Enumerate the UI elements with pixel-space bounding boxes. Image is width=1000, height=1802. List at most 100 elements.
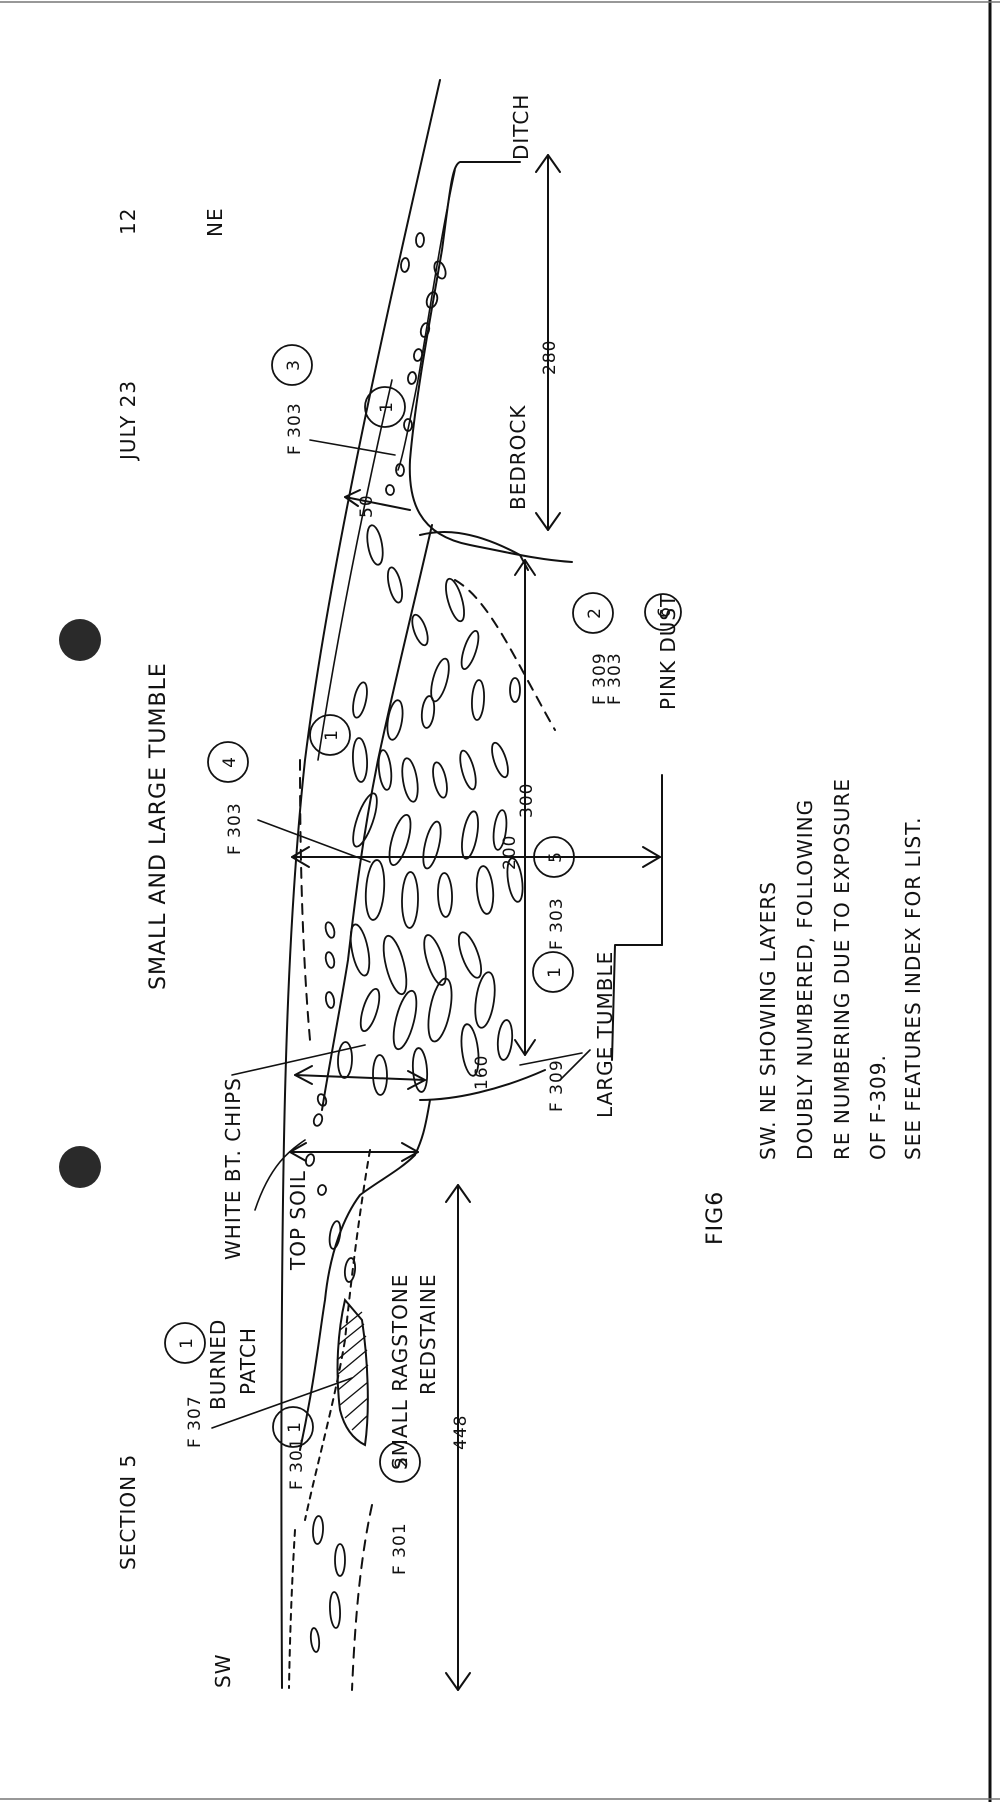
stone <box>385 484 395 496</box>
stone <box>427 977 453 1043</box>
stone <box>352 681 368 719</box>
layer-4: 4 <box>220 756 240 768</box>
ditch-label: DITCH <box>509 94 533 160</box>
stone <box>343 1257 357 1283</box>
stone <box>352 792 378 848</box>
stone <box>401 757 419 803</box>
stone <box>329 1591 341 1629</box>
stone <box>312 1113 324 1127</box>
burned-patch-hatch <box>336 1297 369 1447</box>
stone <box>492 809 508 851</box>
stone <box>372 1054 388 1096</box>
feature-f307: F 307 <box>185 1395 205 1448</box>
stone <box>413 348 423 362</box>
caption-line-2: DOUBLY NUMBERED, FOLLOWING <box>793 799 817 1160</box>
white-bt-chips-label: WHITE BT. CHIPS <box>221 1077 245 1260</box>
feature-f309-large: F 309 <box>547 1059 567 1112</box>
stone <box>316 1093 328 1107</box>
stone <box>432 761 448 799</box>
stone <box>509 677 521 703</box>
stone <box>411 613 429 647</box>
stone <box>328 1220 342 1250</box>
stone <box>337 1041 353 1079</box>
stone <box>491 741 509 779</box>
stone <box>422 820 442 870</box>
stone <box>415 232 425 248</box>
measure-160: 160 <box>472 1055 492 1090</box>
caption-line-3: RE NUMBERING DUE TO EXPOSURE <box>830 778 854 1160</box>
figure-number: FIG6 <box>703 1191 728 1245</box>
dashed-boundary-ragstone <box>304 1149 371 1521</box>
stone <box>475 865 495 915</box>
punch-hole-lower <box>59 1146 101 1188</box>
layer-6: 6 <box>655 606 675 618</box>
layer-2-f301: 2 <box>392 1456 412 1468</box>
stone <box>460 629 480 671</box>
ground-surface-line <box>280 79 441 1689</box>
stone <box>423 934 447 986</box>
stone <box>457 931 483 979</box>
dimension-topsoil <box>289 1142 419 1162</box>
caption-line-1: SW. NE SHOWING LAYERS <box>756 881 780 1160</box>
dimension-448 <box>445 1184 471 1691</box>
feature-f309-pink: F 309 <box>590 652 610 705</box>
stone <box>403 418 413 432</box>
layer-1-f301: 1 <box>285 1421 305 1433</box>
feature-f301-lower: F 301 <box>390 1522 410 1575</box>
dimension-160 <box>294 1065 426 1090</box>
stone <box>411 1047 429 1093</box>
top-soil-label: TOP SOIL <box>286 1170 310 1271</box>
stone <box>474 971 496 1029</box>
stone <box>382 934 408 996</box>
measure-448: 448 <box>451 1415 471 1450</box>
stone <box>317 1184 327 1196</box>
punch-hole-upper <box>59 619 101 661</box>
stone <box>407 371 417 385</box>
caption-line-4: OF F-309. <box>866 1054 890 1160</box>
stone <box>395 463 405 477</box>
stone <box>324 991 336 1009</box>
stone <box>506 857 524 903</box>
turf-line <box>317 379 393 761</box>
stone <box>349 923 371 977</box>
large-tumble-label: LARGE TUMBLE <box>593 951 617 1118</box>
bedrock-shoulder <box>419 530 529 571</box>
sheet-number: 12 <box>116 208 140 235</box>
stone <box>425 291 439 309</box>
layer-2-pink: 2 <box>585 607 605 619</box>
stone <box>400 257 410 273</box>
feature-f303-pink: F 303 <box>605 652 625 705</box>
section-label: SECTION 5 <box>116 1454 140 1570</box>
stone <box>364 859 386 921</box>
stone <box>386 699 404 741</box>
layer-1-tumble: 1 <box>322 729 342 741</box>
large-tumble-base <box>419 1069 546 1101</box>
sw-label: SW <box>211 1654 235 1688</box>
stone <box>334 1543 346 1577</box>
ditch-fill-line <box>397 169 456 471</box>
stone <box>461 810 479 860</box>
stone <box>419 322 431 338</box>
dimension-50 <box>344 489 411 511</box>
stone <box>420 695 436 729</box>
stone <box>433 260 447 280</box>
stone <box>460 1023 480 1077</box>
stone <box>352 737 368 783</box>
layer-3: 3 <box>284 359 304 371</box>
stone <box>324 951 336 969</box>
stone <box>386 566 404 604</box>
small-ragstone-label: SMALL RAGSTONE <box>388 1274 412 1470</box>
stone <box>437 872 453 918</box>
dashed-boundary-sw <box>288 1529 296 1689</box>
layer-circles <box>164 344 682 1483</box>
stone <box>312 1515 324 1545</box>
measure-200: 200 <box>500 835 520 870</box>
stone <box>304 1153 316 1167</box>
stone <box>392 989 418 1051</box>
layer-1-burned: 1 <box>177 1337 197 1349</box>
small-large-tumble-label: SMALL AND LARGE TUMBLE <box>146 662 171 990</box>
measure-50: 50 <box>357 494 377 518</box>
feature-f303-ditch: F 303 <box>285 402 305 455</box>
